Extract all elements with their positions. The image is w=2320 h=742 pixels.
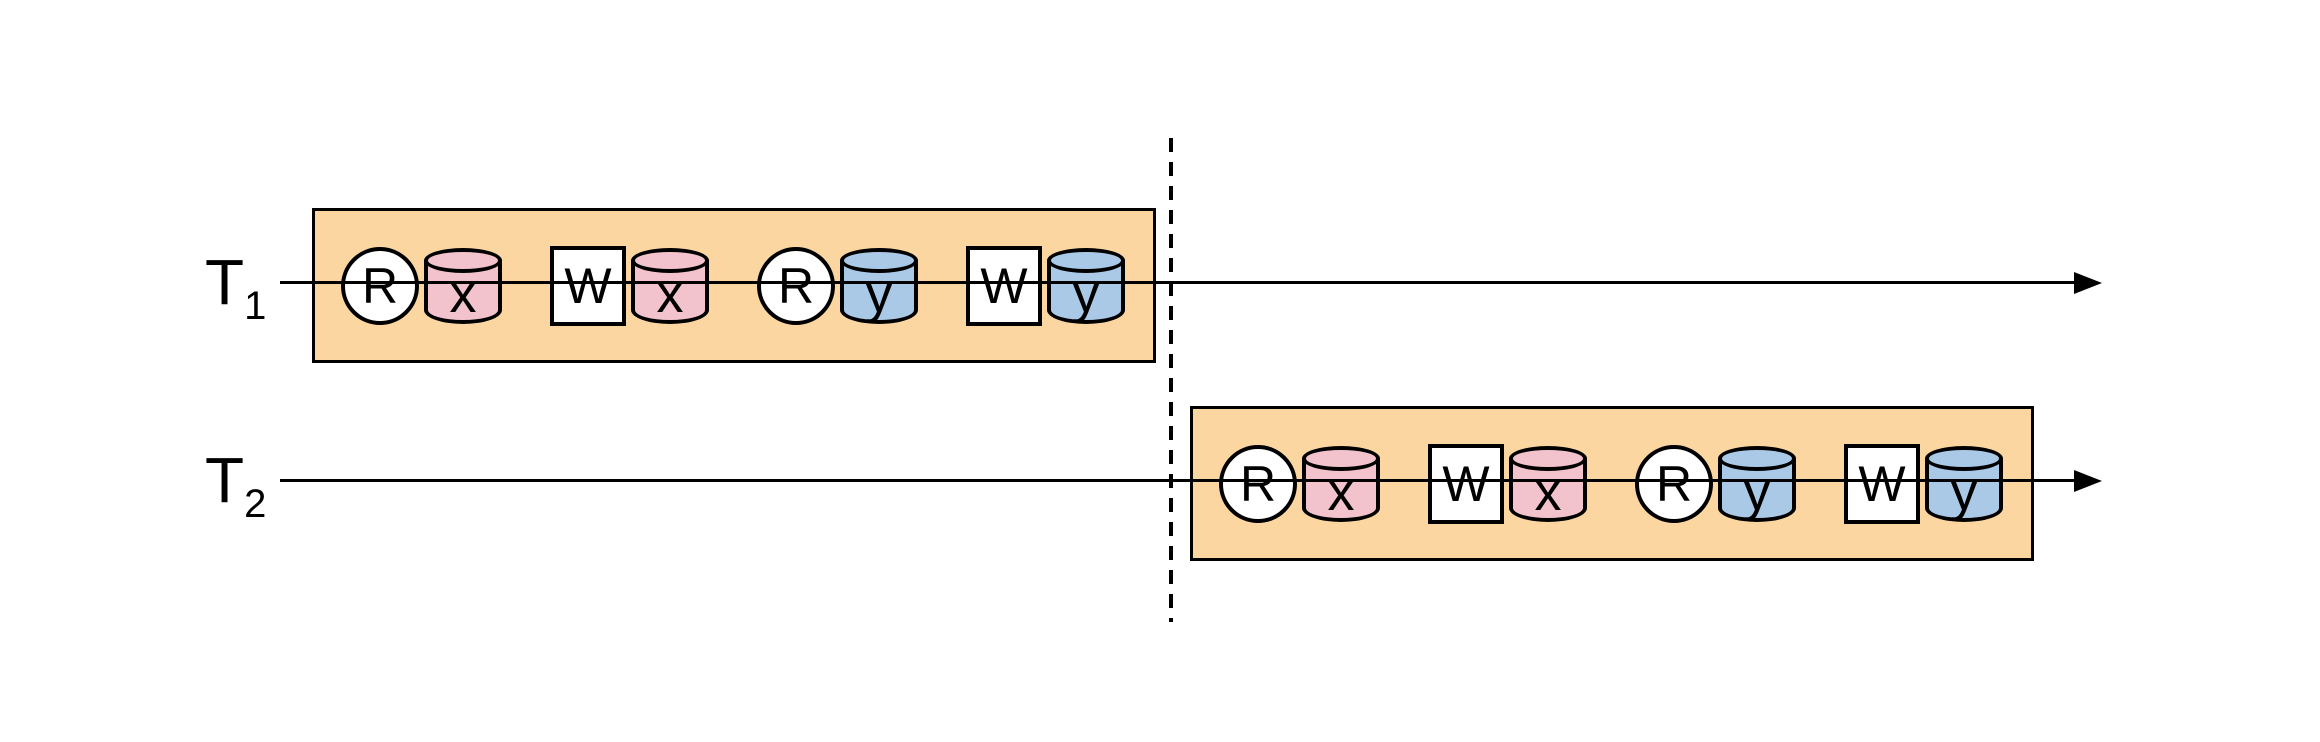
write-operation-square: W xyxy=(1428,443,1504,524)
cylinder-top xyxy=(1302,445,1380,471)
read-operation-circle: R xyxy=(341,246,419,325)
data-item-y-cylinder-icon: y xyxy=(840,247,918,324)
data-item-label: x xyxy=(449,263,477,324)
data-item-label: y xyxy=(1950,461,1978,522)
data-item-label: x xyxy=(1534,461,1562,522)
cylinder-top xyxy=(1925,445,2003,471)
data-item-y-cylinder-icon: y xyxy=(1718,445,1796,522)
data-item-label: x xyxy=(1327,461,1355,522)
read-operation-circle: R xyxy=(1635,444,1713,523)
write-operation-square: W xyxy=(1844,443,1920,524)
data-item-x-cylinder-icon: x xyxy=(1509,445,1587,522)
cylinder-top xyxy=(1509,445,1587,471)
transaction-label-t2-base: T xyxy=(205,444,245,516)
write-operation-square: W xyxy=(550,245,626,326)
data-item-label: y xyxy=(865,263,893,324)
cylinder-top xyxy=(631,247,709,273)
data-item-x-cylinder-icon: x xyxy=(1302,445,1380,522)
transaction-label-t1: T1 xyxy=(205,250,266,326)
timeline-arrowhead-t2-icon xyxy=(2074,470,2102,492)
time-divider-dashed-line xyxy=(1169,138,1173,622)
cylinder-top xyxy=(1047,247,1125,273)
cylinder-top xyxy=(424,247,502,273)
data-item-x-cylinder-icon: x xyxy=(631,247,709,324)
cylinder-top xyxy=(1718,445,1796,471)
data-item-y-cylinder-icon: y xyxy=(1047,247,1125,324)
read-operation-circle: R xyxy=(1219,444,1297,523)
transaction-label-t1-base: T xyxy=(205,246,245,318)
timeline-t2 xyxy=(280,479,2075,482)
cylinder-top xyxy=(840,247,918,273)
cylinder-body xyxy=(1925,457,2003,522)
data-item-y-cylinder-icon: y xyxy=(1925,445,2003,522)
transaction-label-t1-subscript: 1 xyxy=(244,284,267,328)
write-operation-square: W xyxy=(966,245,1042,326)
transaction-label-t2: T2 xyxy=(205,448,266,524)
timeline-arrowhead-t1-icon xyxy=(2074,272,2102,294)
data-item-x-cylinder-icon: x xyxy=(424,247,502,324)
data-item-label: y xyxy=(1072,263,1100,324)
data-item-label: y xyxy=(1743,461,1771,522)
read-operation-circle: R xyxy=(757,246,835,325)
transaction-label-t2-subscript: 2 xyxy=(244,482,267,526)
timeline-t1 xyxy=(280,281,2075,284)
data-item-label: x xyxy=(656,263,684,324)
